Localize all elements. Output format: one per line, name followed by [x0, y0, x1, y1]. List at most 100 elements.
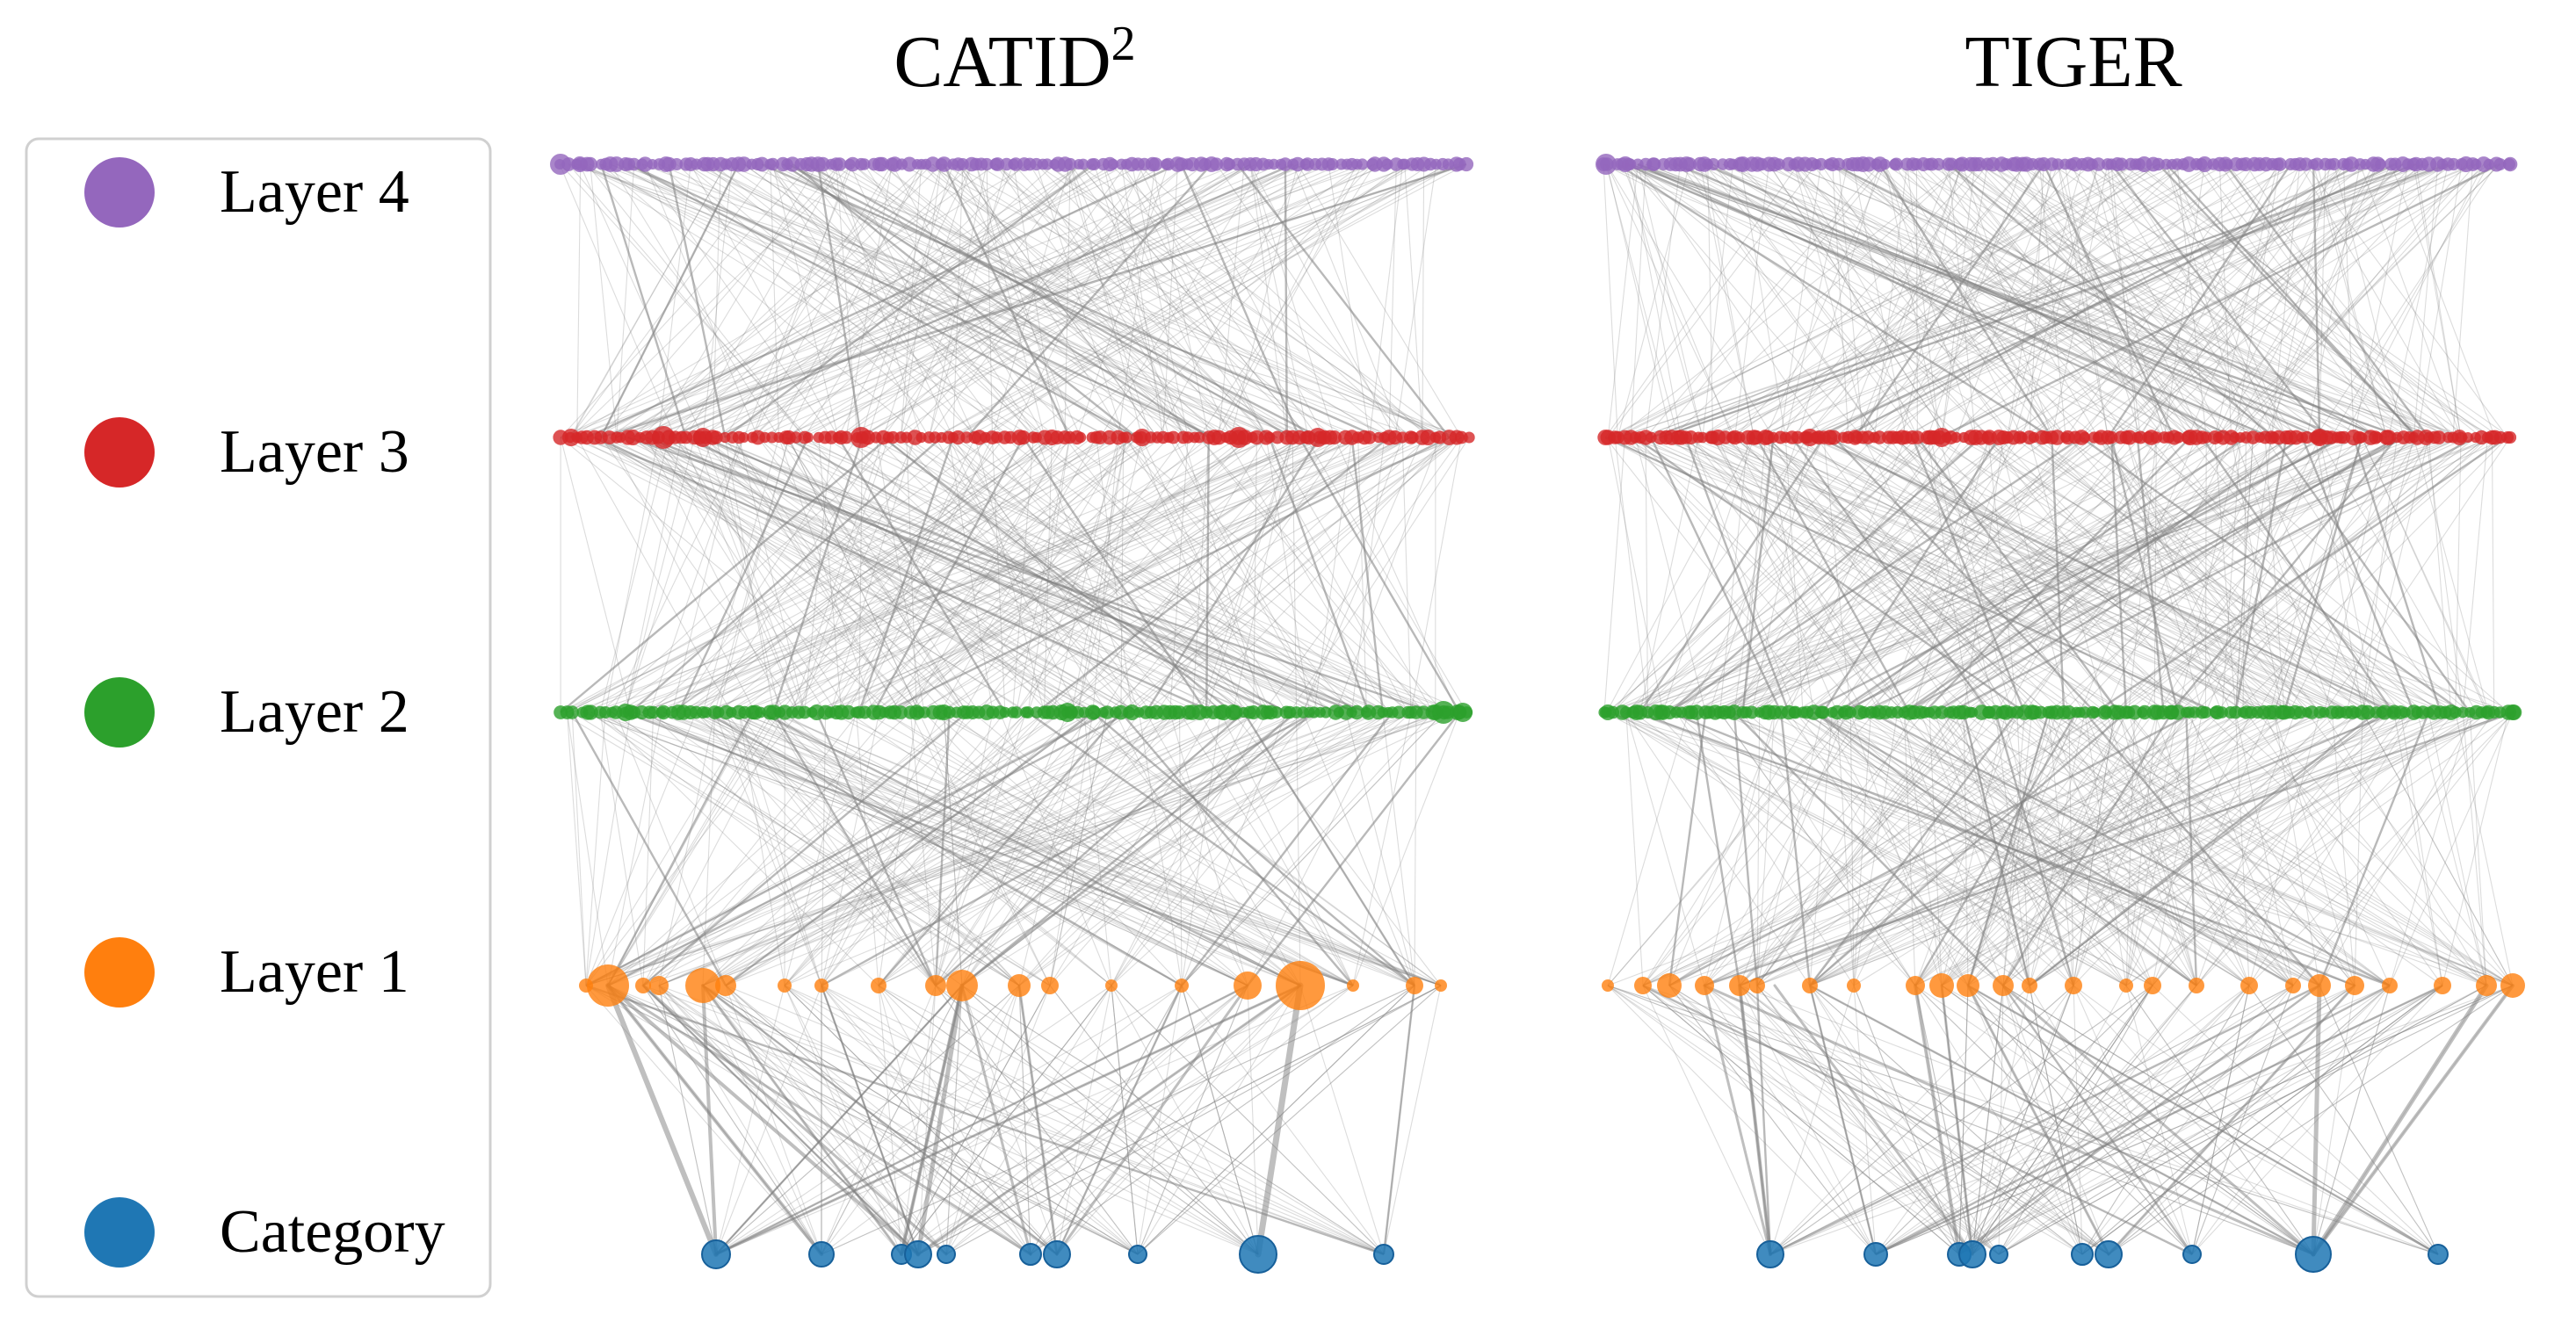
edge	[784, 985, 1058, 1255]
edge	[1296, 711, 1301, 986]
edge	[2257, 711, 2487, 986]
edge	[1603, 163, 2141, 438]
edge	[1111, 985, 1139, 1255]
edge	[1660, 437, 2275, 713]
edge	[1836, 437, 2247, 713]
edge	[1078, 163, 1450, 438]
node-layer2	[647, 705, 660, 719]
edge	[662, 711, 1442, 986]
edge	[1617, 163, 2053, 439]
edge	[1809, 437, 2471, 713]
edge	[669, 437, 1095, 713]
edge	[1961, 163, 2052, 438]
node-layer2	[2170, 704, 2186, 720]
edge	[2079, 437, 2197, 713]
edge	[1734, 437, 2446, 713]
edge	[1813, 711, 2391, 986]
edge	[568, 163, 1470, 438]
edge	[714, 711, 822, 986]
edge	[1704, 985, 1877, 1255]
edge	[702, 985, 1058, 1255]
edge	[1751, 437, 2086, 713]
edge	[600, 163, 1467, 439]
edge-heavy	[641, 984, 948, 1256]
edge	[752, 163, 1251, 438]
node-layer1	[925, 975, 946, 996]
edge	[633, 711, 1301, 986]
edge	[798, 437, 889, 713]
edge	[2187, 163, 2301, 438]
edge	[878, 711, 1434, 986]
node-layer1	[1957, 974, 1979, 997]
edge	[2110, 437, 2179, 713]
edge	[1829, 437, 2312, 713]
edge	[1064, 163, 1152, 438]
edge	[609, 437, 1132, 713]
node-layer3	[1075, 431, 1087, 444]
edge	[1958, 985, 2487, 1255]
edge	[1617, 163, 1963, 438]
node-layer3	[2311, 429, 2328, 446]
edge	[1334, 437, 1458, 713]
edge	[1859, 711, 2197, 986]
edge	[972, 711, 1301, 986]
edge	[2234, 437, 2288, 713]
edge	[1077, 437, 1143, 713]
edge	[1903, 437, 2304, 713]
edge	[1856, 163, 1964, 438]
edge	[681, 437, 800, 713]
edge	[671, 437, 740, 713]
edge	[1123, 437, 1434, 713]
edge	[2125, 711, 2514, 986]
edge	[725, 985, 919, 1255]
edge	[1662, 437, 2127, 713]
edge	[852, 163, 1158, 438]
edge	[610, 163, 779, 438]
edge	[2306, 163, 2361, 438]
edge	[2139, 163, 2278, 438]
edge	[1791, 163, 2414, 438]
edge	[1604, 163, 1799, 438]
edge	[699, 437, 944, 713]
edge	[878, 985, 947, 1255]
edge	[2246, 711, 2443, 986]
edge	[702, 711, 1190, 986]
edge	[1016, 437, 1200, 713]
edge	[648, 711, 1051, 986]
node-category	[2182, 1245, 2202, 1264]
edge	[1994, 437, 2175, 713]
edge	[2002, 711, 2127, 986]
edge	[1630, 163, 2469, 438]
node-layer1	[635, 978, 651, 993]
edge	[872, 437, 1024, 713]
edge	[1967, 985, 2083, 1255]
edge	[1328, 163, 1371, 438]
edge	[848, 437, 1300, 713]
edge	[1265, 437, 1311, 713]
edge	[1941, 711, 2130, 986]
edge	[2040, 711, 2487, 986]
edge	[961, 711, 1298, 986]
edge	[935, 711, 1389, 986]
edge	[738, 711, 1442, 986]
edge	[1704, 163, 2440, 438]
edge	[1606, 163, 1774, 438]
edge	[992, 437, 1255, 713]
edge	[1941, 711, 2155, 986]
edge	[784, 711, 1027, 986]
edge	[849, 163, 976, 438]
edge	[2152, 711, 2356, 986]
edge	[1662, 437, 1755, 713]
edge	[1625, 711, 1811, 986]
edge	[1849, 711, 1943, 986]
edge	[945, 985, 963, 1255]
edge	[822, 163, 954, 438]
edge	[770, 437, 1101, 713]
edge	[1759, 437, 2099, 713]
edge	[2029, 711, 2482, 986]
edge	[1299, 985, 1385, 1255]
edge	[2196, 711, 2406, 986]
edge	[873, 437, 1253, 713]
edge	[2221, 711, 2514, 986]
edge	[724, 437, 901, 713]
